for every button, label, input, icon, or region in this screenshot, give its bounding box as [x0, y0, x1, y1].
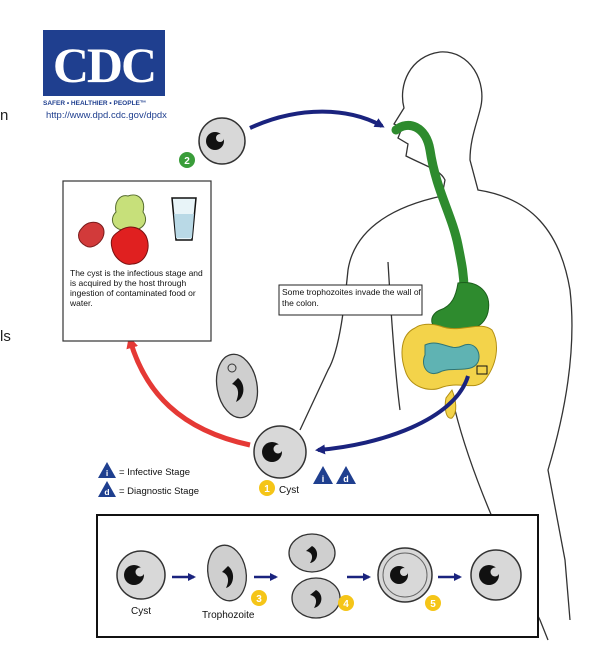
infective-triangle-marker — [313, 466, 333, 484]
panel-encysting-form — [377, 547, 433, 603]
infective-triangle-marker-letter: i — [322, 474, 325, 484]
cyst-passed — [253, 425, 307, 479]
edge-fragment-middle: ls — [0, 328, 11, 345]
cdc-logo-tagline: SAFER • HEALTHIER • PEOPLE™ — [43, 100, 146, 107]
panel-cyst-label: Cyst — [131, 606, 151, 617]
cyst-passed-nucleus-notch — [273, 444, 283, 454]
edge-fragment-top: n — [0, 107, 8, 124]
panel-cyst — [116, 550, 166, 600]
trophozoite-environment-inclusion — [227, 363, 237, 373]
step-2-number: 2 — [184, 156, 190, 167]
legend-diagnostic-triangle — [98, 481, 116, 497]
arrow-environment-to-infection — [126, 336, 251, 448]
step-4-badge — [338, 595, 354, 611]
strawberries — [78, 221, 105, 248]
arrow-cyst-to-mouth — [249, 109, 385, 130]
stomach — [431, 282, 490, 333]
esophagus — [391, 121, 469, 295]
legend-infective-symbol: i — [106, 468, 108, 478]
step-1-badge — [259, 480, 275, 496]
food-illustration — [78, 194, 197, 265]
infection-box-text: The cyst is the infectious stage and is … — [70, 268, 203, 308]
panel-dividing-upper-nucleus — [306, 546, 318, 563]
cyst-ingested-nucleus-notch — [216, 134, 224, 142]
step-5-badge — [425, 595, 441, 611]
legend-diagnostic-label: = Diagnostic Stage — [119, 486, 199, 497]
cdc-logo-background — [43, 30, 165, 96]
step-4-number: 4 — [343, 599, 349, 610]
digestive-tract — [391, 121, 497, 419]
panel-trophozoite — [207, 544, 247, 602]
legend-infective-label: = Infective Stage — [119, 467, 190, 478]
stage-markers: i d — [313, 466, 356, 484]
legend: i = Infective Stage d = Diagnostic Stage — [98, 462, 199, 497]
colon-callout-marker — [476, 365, 488, 375]
infection-box-text-frame: The cyst is the infectious stage and is … — [70, 268, 203, 308]
panel-cyst-nucleus-notch — [135, 567, 145, 577]
diagnostic-triangle-marker — [336, 466, 356, 484]
trophozoite-environment — [215, 353, 259, 419]
colon-callout-box — [278, 284, 423, 316]
step-1-number: 1 — [264, 484, 270, 495]
colon-callout-text: Some trophozoites invade the wall of the… — [282, 287, 421, 308]
panel-trophozoite-nucleus — [222, 566, 234, 588]
pear — [112, 194, 147, 231]
cdc-logo-text: CDC — [53, 37, 155, 93]
panel-mature-cyst — [470, 549, 522, 601]
apple — [110, 226, 149, 265]
cyst-ingested — [198, 117, 246, 165]
panel-dividing-trophozoite — [288, 533, 341, 619]
panel-trophozoite-label: Trophozoite — [202, 610, 255, 621]
arrow-colon-to-cyst — [315, 375, 470, 455]
legend-infective-triangle — [98, 462, 116, 478]
step-2-badge — [179, 152, 195, 168]
diagnostic-triangle-marker-letter: d — [343, 474, 349, 484]
cdc-url: http://www.dpd.cdc.gov/dpdx — [46, 110, 167, 121]
colon-callout-text-frame: Some trophozoites invade the wall of the… — [282, 287, 421, 308]
step-3-badge — [251, 590, 267, 606]
panel-mature-cyst-nucleus-notch — [490, 567, 500, 577]
panel-encysting-nucleus-notch — [400, 568, 408, 576]
step-5-number: 5 — [430, 599, 436, 610]
step-3-number: 3 — [256, 594, 262, 605]
panel-encysting-inner-wall — [382, 552, 428, 598]
trophozoite-environment-nucleus — [232, 378, 244, 402]
cyst-label: Cyst — [279, 485, 299, 496]
small-intestine — [423, 342, 480, 374]
glass-water — [174, 214, 194, 238]
legend-diagnostic-symbol: d — [104, 487, 109, 497]
panel-dividing-lower-nucleus — [310, 590, 322, 608]
cdc-logo: CDC SAFER • HEALTHIER • PEOPLE™ — [43, 30, 165, 107]
